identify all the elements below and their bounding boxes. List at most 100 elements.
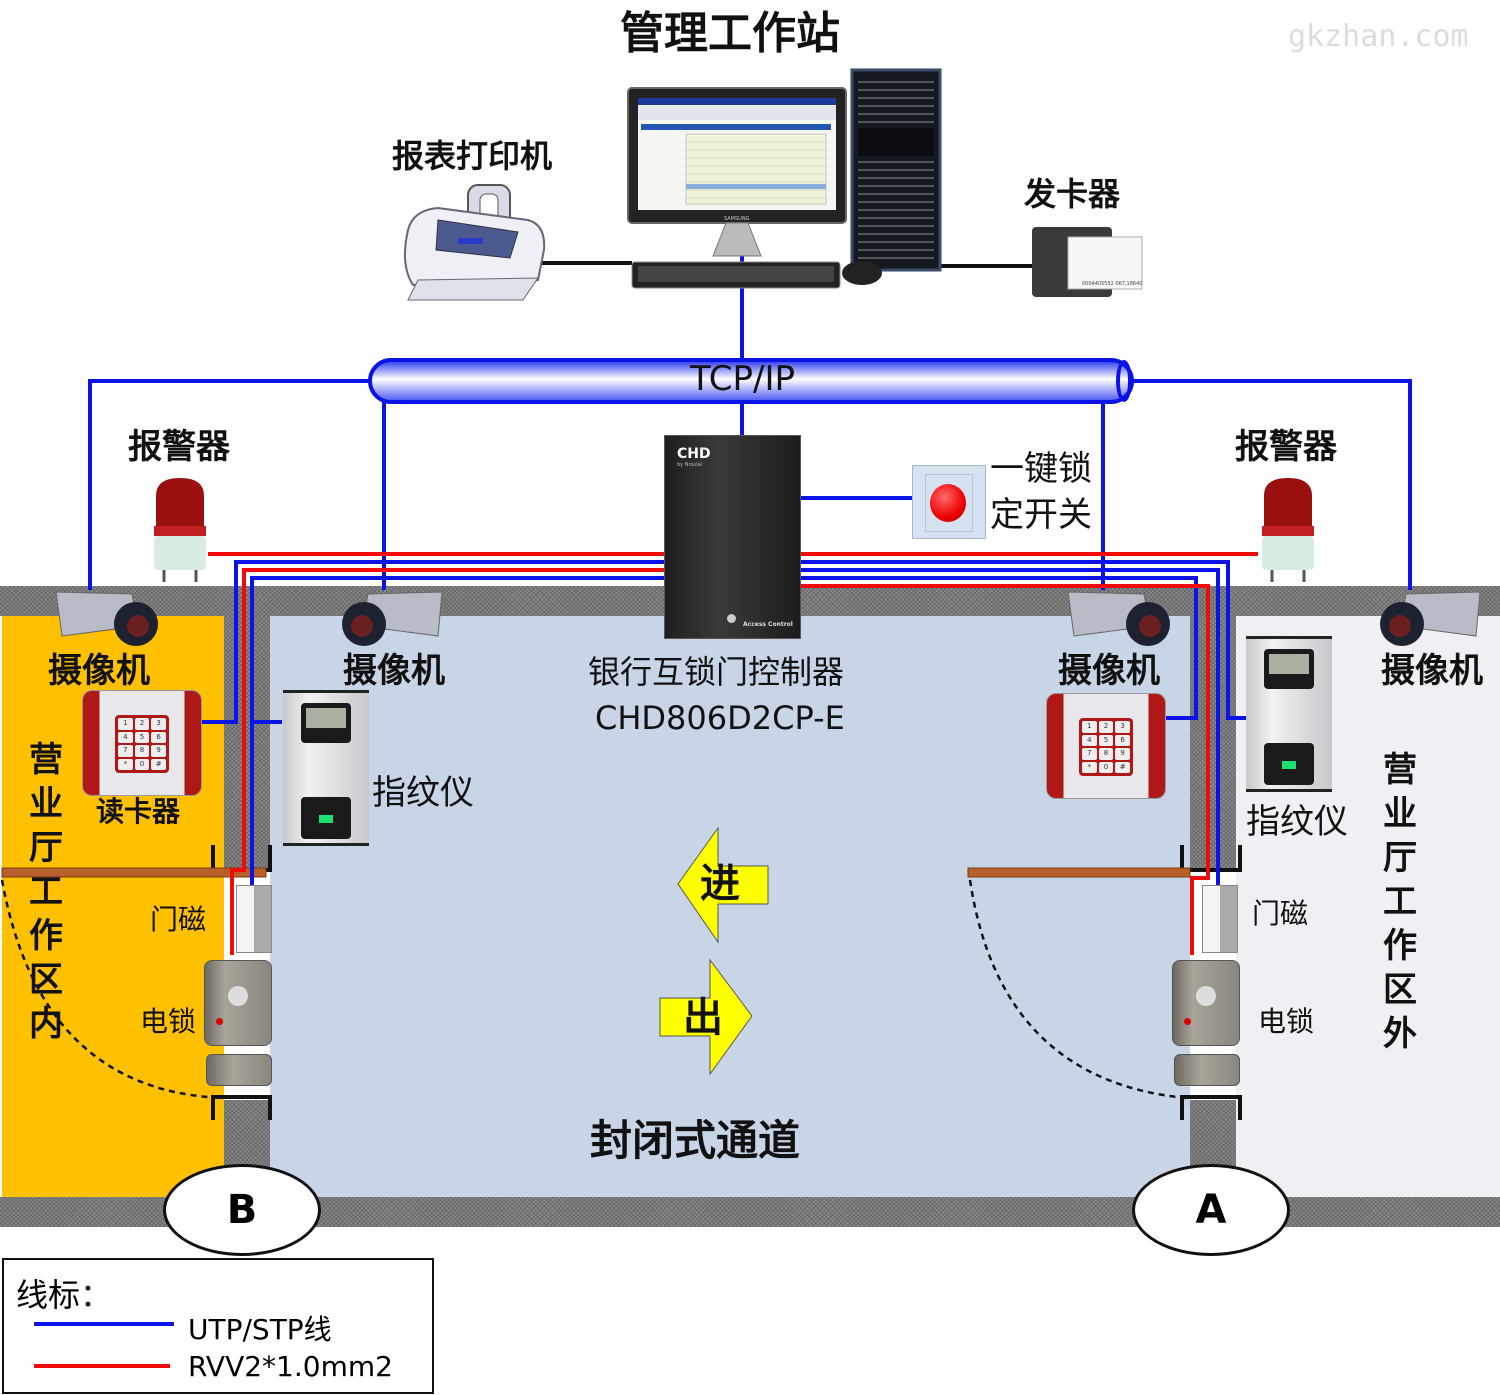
workstation-title: 管理工作站: [620, 8, 840, 59]
zone-label-char: 厅: [29, 828, 63, 868]
exit-arrow: [659, 958, 753, 1076]
controller-model: CHD806D2CP-E: [595, 699, 845, 737]
zone-label-char: 外: [1383, 1014, 1417, 1054]
keypad-key: 3: [1115, 721, 1130, 733]
zone-label-char: 厅: [1383, 838, 1417, 878]
right-inner-camera-label: 摄像机: [1058, 651, 1160, 691]
enter-arrow: [677, 826, 769, 944]
red-button-icon: [930, 484, 966, 522]
left-alarm-label: 报警器: [128, 427, 230, 467]
legend-utp-swatch: [34, 1322, 174, 1326]
camera-icon-left-outer: [52, 586, 162, 650]
left-fingerprint-icon: [283, 690, 369, 846]
right-alarm-label: 报警器: [1235, 427, 1337, 467]
right-door-frame: [1180, 845, 1242, 1120]
zone-label-char: 工: [29, 872, 63, 912]
right-door-leaf: [967, 867, 1191, 878]
left-door-swing: [0, 879, 223, 1100]
lock-switch-label-2: 定开关: [990, 495, 1092, 535]
left-fingerprint-label: 指纹仪: [372, 773, 474, 813]
left-card-reader-label: 读卡器: [96, 795, 181, 828]
zone-label-char: 作: [1383, 926, 1417, 966]
keypad-key: *: [118, 758, 133, 770]
controller-brand: CHD: [677, 446, 711, 462]
controller-brand-sub: by Nrsulal: [677, 462, 703, 468]
zone-label-char: 营: [29, 740, 63, 780]
controller-panel-text: Access Control: [743, 621, 793, 628]
keypad-key: 8: [134, 745, 150, 757]
legend-rvv-label: RVV2*1.0mm2: [188, 1350, 393, 1383]
door-a-label: A: [1195, 1187, 1227, 1233]
left-alarm-icon: [150, 476, 210, 584]
monitor-icon: SAMSUNG: [626, 86, 848, 291]
keypad-key: 9: [1115, 748, 1130, 760]
keypad-key: 2: [1098, 721, 1114, 733]
legend: 线标： UTP/STP线 RVV2*1.0mm2: [2, 1258, 434, 1394]
left-door-magnet-icon: [236, 885, 272, 953]
left-outer-camera-label: 摄像机: [48, 651, 150, 691]
lan-cables: [540, 261, 1032, 268]
keypad-key: #: [151, 758, 166, 770]
right-electric-lock-label: 电锁: [1258, 1005, 1315, 1038]
keypad-key: *: [1082, 761, 1097, 773]
left-electric-lock-icon: [204, 960, 272, 1086]
left-wall-upper: [224, 616, 270, 870]
left-electric-lock-label: 电锁: [140, 1005, 197, 1038]
key-lock-icon: [727, 614, 736, 623]
door-b-marker: B: [163, 1164, 321, 1256]
door-b-label: B: [226, 1187, 258, 1233]
outer-zone-label: 营业厅工作区外: [1380, 748, 1420, 1056]
card-issuer-label: 发卡器: [1024, 175, 1121, 213]
controller-name: 银行互锁门控制器: [588, 653, 845, 691]
zone-label-char: 区: [29, 960, 63, 1000]
left-inner-camera-label: 摄像机: [343, 651, 445, 691]
tcpip-bus-end: [1116, 360, 1132, 402]
keypad-key: 8: [1098, 748, 1114, 760]
passage-label: 封闭式通道: [590, 1116, 801, 1165]
right-alarm-icon: [1258, 476, 1318, 584]
camera-icon-right-inner: [1064, 586, 1174, 650]
right-outer-camera-label: 摄像机: [1381, 651, 1483, 691]
keypad-key: 1: [118, 718, 133, 730]
utp-wires: [88, 240, 1412, 885]
legend-utp-label: UTP/STP线: [188, 1313, 332, 1346]
keypad-key: 2: [134, 718, 150, 730]
door-a-marker: A: [1132, 1164, 1290, 1256]
enter-label: 进: [700, 861, 740, 907]
server-tower-icon: [838, 68, 946, 290]
keypad-key: #: [1115, 761, 1130, 773]
keypad-key: 0: [1098, 761, 1114, 773]
controller-cabinet: CHD by Nrsulal Access Control: [664, 435, 801, 639]
camera-icon-right-outer: [1376, 586, 1486, 650]
keypad-key: 7: [1082, 748, 1097, 760]
right-door-magnet-label: 门磁: [1252, 897, 1309, 930]
right-door-magnet-icon: [1202, 885, 1238, 953]
zone-label-char: 区: [1383, 970, 1417, 1010]
passage-zone: [270, 616, 1190, 1197]
rvv-wires: [208, 552, 1258, 955]
watermark: gkzhan.com: [1288, 19, 1469, 54]
printer-icon: [398, 180, 548, 305]
monitor-brand: SAMSUNG: [724, 216, 750, 222]
left-door-magnet-label: 门磁: [150, 903, 207, 936]
card-issuer-icon: 0004405552 067,18640: [1030, 225, 1145, 300]
left-door-leaf: [1, 867, 267, 878]
keypad-key: 5: [1098, 734, 1114, 746]
zone-label-char: 工: [1383, 882, 1417, 922]
zone-label-char: 内: [29, 1004, 63, 1044]
zone-label-char: 业: [1383, 794, 1417, 834]
keypad-key: 3: [151, 718, 166, 730]
tcpip-bus: [368, 358, 1134, 404]
keypad-key: 5: [134, 731, 150, 743]
lock-switch-button: [912, 465, 986, 539]
svg-text:0004405552 067,18640: 0004405552 067,18640: [1082, 281, 1142, 287]
right-door-swing: [968, 879, 1187, 1100]
right-electric-lock-icon: [1172, 960, 1240, 1086]
inner-zone-label: 营业厅工作区内: [26, 738, 66, 1046]
tcpip-label: TCP/IP: [690, 359, 796, 399]
legend-rvv-swatch: [34, 1364, 170, 1368]
